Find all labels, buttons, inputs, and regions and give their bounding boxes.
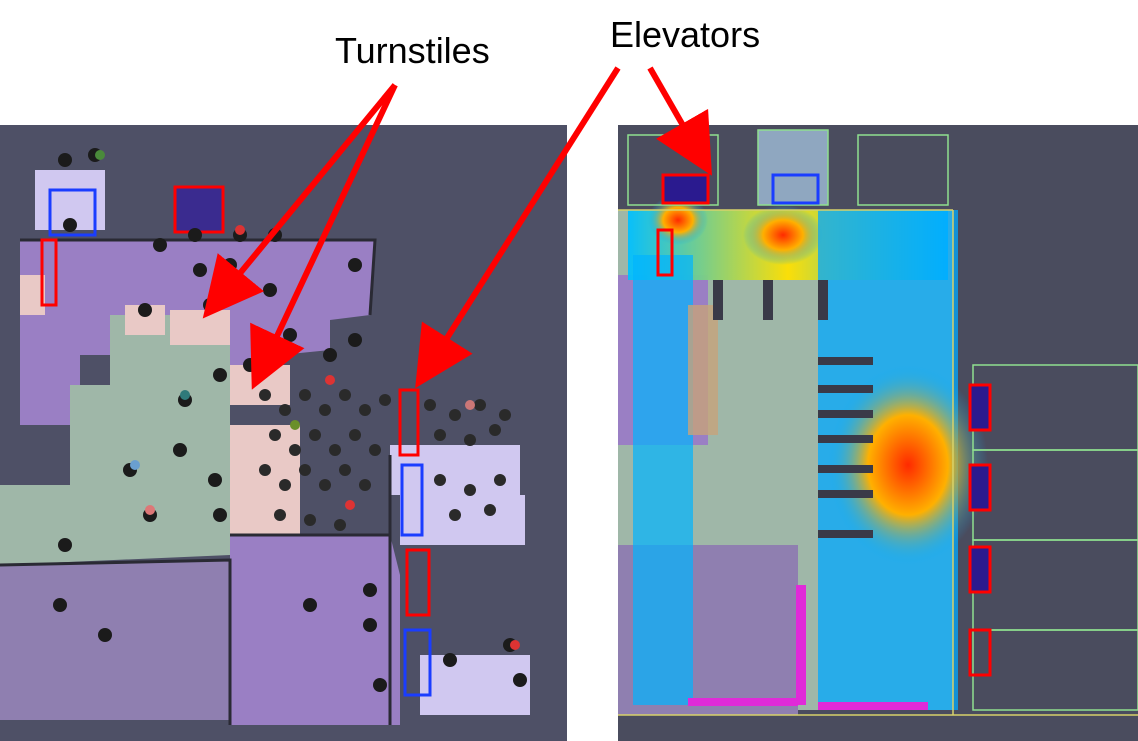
floor-zone-purple-right [230, 535, 400, 725]
elevator-blue-top [771, 173, 820, 205]
wall-hatched [688, 305, 718, 435]
elevator-red-3 [398, 388, 420, 457]
turnstile-zone-1 [170, 310, 230, 345]
floor-zone-purple-left [20, 315, 110, 425]
elevator-red-left [656, 228, 674, 277]
simulation-view-panel [0, 125, 567, 741]
elevators-label: Elevators [610, 14, 761, 55]
elevator-red-r2 [968, 463, 992, 512]
heatmap-view-panel [618, 125, 1138, 741]
bench-2 [688, 698, 798, 706]
bench-1 [796, 585, 806, 705]
bench-3 [818, 702, 928, 710]
elevator-red-r4 [968, 628, 992, 677]
elevator-red-r1 [968, 383, 992, 432]
heat-hotspot-left [648, 195, 708, 245]
elevator-red-top [661, 173, 710, 205]
elevator-red-r3 [968, 545, 992, 594]
elevator-lobby-r3 [420, 655, 530, 715]
heatmap-graphic [618, 129, 1138, 716]
turnstile-zone-2 [230, 365, 290, 405]
simulation-floor-graphic [0, 148, 530, 725]
heat-hotspot-top [743, 205, 823, 265]
turnstile-zone-3 [230, 425, 300, 535]
crowd-dense [259, 389, 511, 531]
elevator-blue-1 [48, 188, 97, 237]
turnstiles-label: Turnstiles [335, 30, 490, 71]
crowd-color [95, 150, 520, 650]
floor-zone-purple-bottom [0, 560, 230, 720]
heat-left-corridor [633, 255, 693, 705]
elevator-red-1 [173, 185, 225, 234]
elevator-lobby-r1 [390, 445, 520, 495]
elevator-blue-2 [400, 463, 424, 537]
elevator-blue-3 [403, 628, 432, 697]
turnstile-bars [818, 357, 873, 538]
elevator-red-2 [40, 238, 58, 307]
elevator-red-4 [405, 548, 431, 617]
elevator-lobby-r2 [400, 495, 525, 545]
floor-zone-green [0, 315, 230, 565]
